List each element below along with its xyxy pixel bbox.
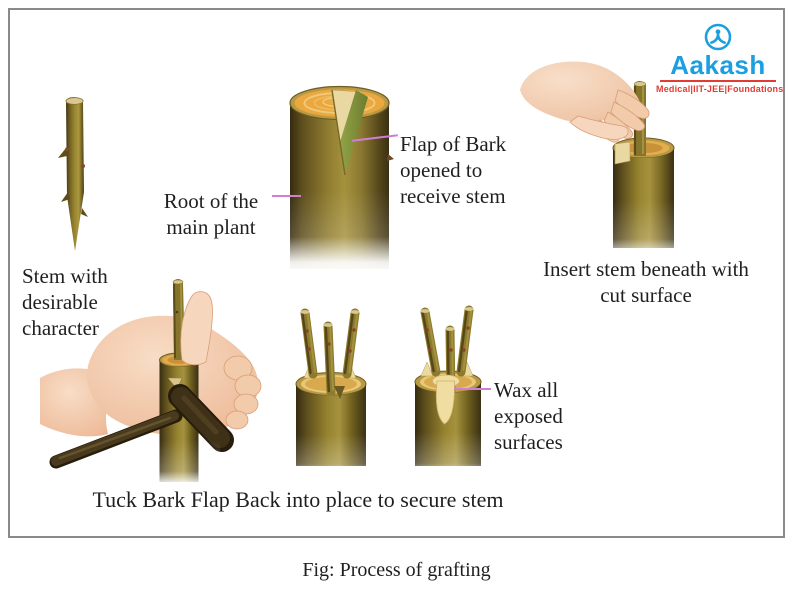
- label-insert-stem: Insert stem beneath with cut surface: [543, 257, 749, 308]
- insert-stem-hand-illustration: [520, 61, 683, 265]
- rootstock-leader-line: [272, 195, 301, 197]
- wax-leader-line: [454, 388, 491, 390]
- grafted-trunk-illustration: [292, 308, 370, 484]
- logo-divider: [660, 80, 776, 83]
- tuck-bark-fist-illustration: [40, 279, 262, 488]
- label-stem-with-desirable-character: Stem with desirable character: [22, 264, 108, 341]
- figure-border-frame: [8, 8, 785, 538]
- scion-stem-illustration: [58, 97, 88, 251]
- aakash-logo-text: Aakash: [670, 50, 766, 80]
- label-root-of-main-plant: Root of the main plant: [163, 189, 259, 240]
- figure-caption: Fig: Process of grafting: [302, 559, 491, 581]
- label-wax-all-surfaces: Wax all exposed surfaces: [494, 378, 563, 455]
- aakash-logo: Aakash Medical|IIT-JEE|Foundations: [656, 22, 784, 95]
- aakash-logo-icon: [704, 23, 732, 51]
- label-flap-of-bark: Flap of Bark opened to receive stem: [400, 132, 507, 209]
- label-tuck-bark-flap: Tuck Bark Flap Back into place to secure…: [92, 487, 504, 512]
- rootstock-flap-illustration: [282, 85, 396, 275]
- waxed-trunk-illustration: [413, 305, 485, 484]
- aakash-logo-tagline: Medical|IIT-JEE|Foundations: [656, 84, 784, 95]
